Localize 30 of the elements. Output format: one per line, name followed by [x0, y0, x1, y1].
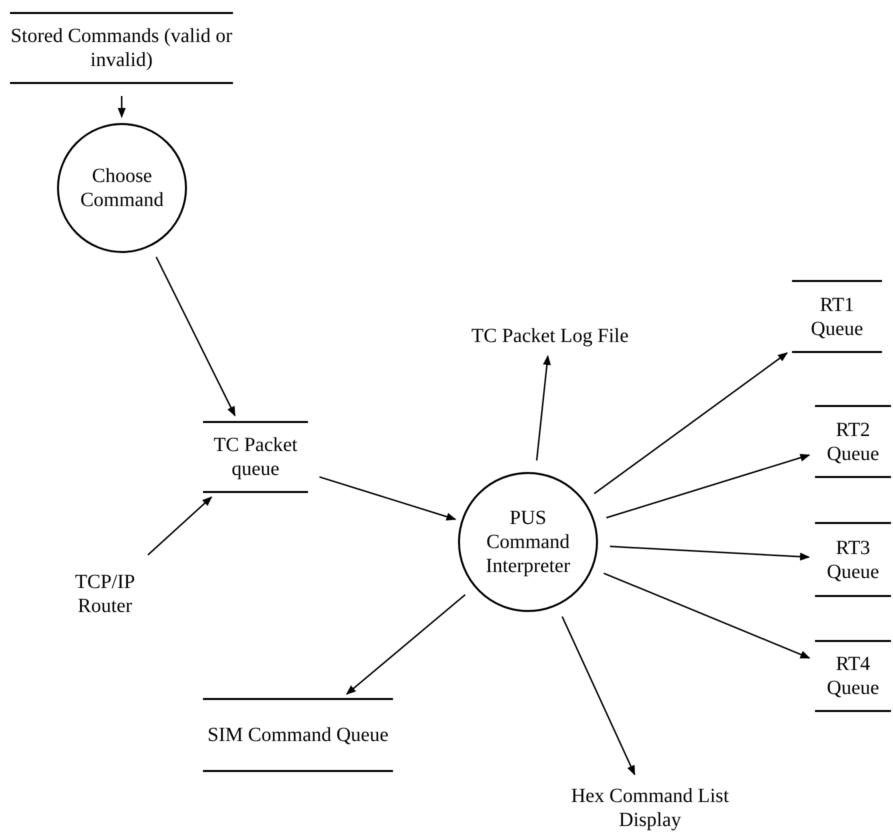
data-store: [815, 405, 891, 478]
data-store: [792, 280, 882, 353]
data-store: [815, 640, 891, 712]
data-store: [203, 421, 308, 493]
arrow: [346, 594, 466, 695]
node-label: SIM Command Queue: [207, 723, 389, 747]
arrow: [118, 96, 126, 118]
arrow: [604, 572, 810, 659]
arrow: [147, 496, 212, 556]
arrow: [606, 454, 810, 518]
node-label: Choose Command: [79, 164, 165, 212]
arrow: [319, 476, 456, 520]
arrow: [156, 256, 236, 417]
arrow: [594, 352, 788, 494]
arrow: [610, 546, 810, 561]
data-store: [10, 12, 233, 84]
arrow: [536, 354, 551, 461]
entity-label: TCP/IP Router: [74, 570, 136, 618]
node-label: TC Packet queue: [212, 433, 298, 481]
arrow: [562, 616, 636, 776]
node-label: RT2 Queue: [826, 418, 880, 466]
node-label: RT4 Queue: [826, 652, 880, 700]
node-label: RT1 Queue: [810, 292, 864, 340]
data-store: [815, 522, 891, 597]
entity-label: Hex Command List Display: [570, 784, 730, 832]
node-label: RT3 Queue: [826, 536, 880, 584]
node-label: PUS Command Interpreter: [484, 506, 572, 578]
node-label: Stored Commands (valid or invalid): [10, 24, 233, 72]
entity-label: TC Packet Log File: [471, 324, 629, 348]
data-store: [203, 698, 393, 772]
